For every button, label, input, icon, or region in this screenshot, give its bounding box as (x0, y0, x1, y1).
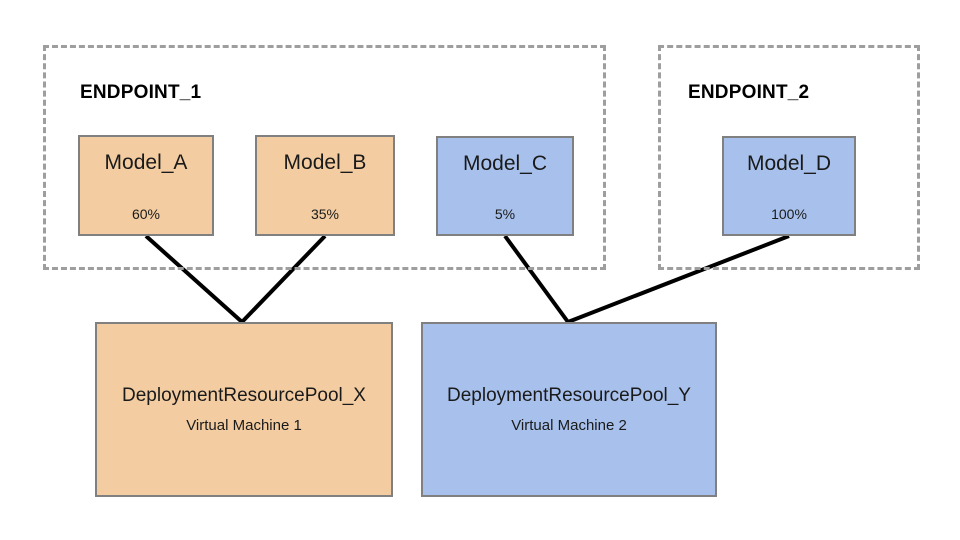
pool-y-machine: Virtual Machine 2 (511, 417, 627, 434)
model-box-model-c[interactable]: Model_C 5% (436, 136, 574, 236)
pool-box-x[interactable]: DeploymentResourcePool_X Virtual Machine… (95, 322, 393, 497)
pool-y-name: DeploymentResourcePool_Y (447, 385, 691, 406)
model-c-name: Model_C (462, 152, 548, 175)
model-a-traffic-split: 60% (131, 206, 161, 222)
model-box-model-d[interactable]: Model_D 100% (722, 136, 856, 236)
endpoint-1-title: ENDPOINT_1 (80, 82, 202, 103)
model-d-traffic-split: 100% (771, 206, 807, 222)
pool-x-machine: Virtual Machine 1 (186, 417, 302, 434)
pool-box-y[interactable]: DeploymentResourcePool_Y Virtual Machine… (421, 322, 717, 497)
model-box-model-a[interactable]: Model_A 60% (78, 135, 214, 236)
model-c-traffic-split: 5% (494, 206, 516, 222)
pool-x-name: DeploymentResourcePool_X (122, 385, 366, 406)
model-a-name: Model_A (104, 151, 188, 174)
model-b-name: Model_B (283, 151, 367, 174)
model-b-traffic-split: 35% (310, 206, 340, 222)
endpoint-2-title: ENDPOINT_2 (688, 82, 810, 103)
model-box-model-b[interactable]: Model_B 35% (255, 135, 395, 236)
model-d-name: Model_D (746, 152, 832, 175)
